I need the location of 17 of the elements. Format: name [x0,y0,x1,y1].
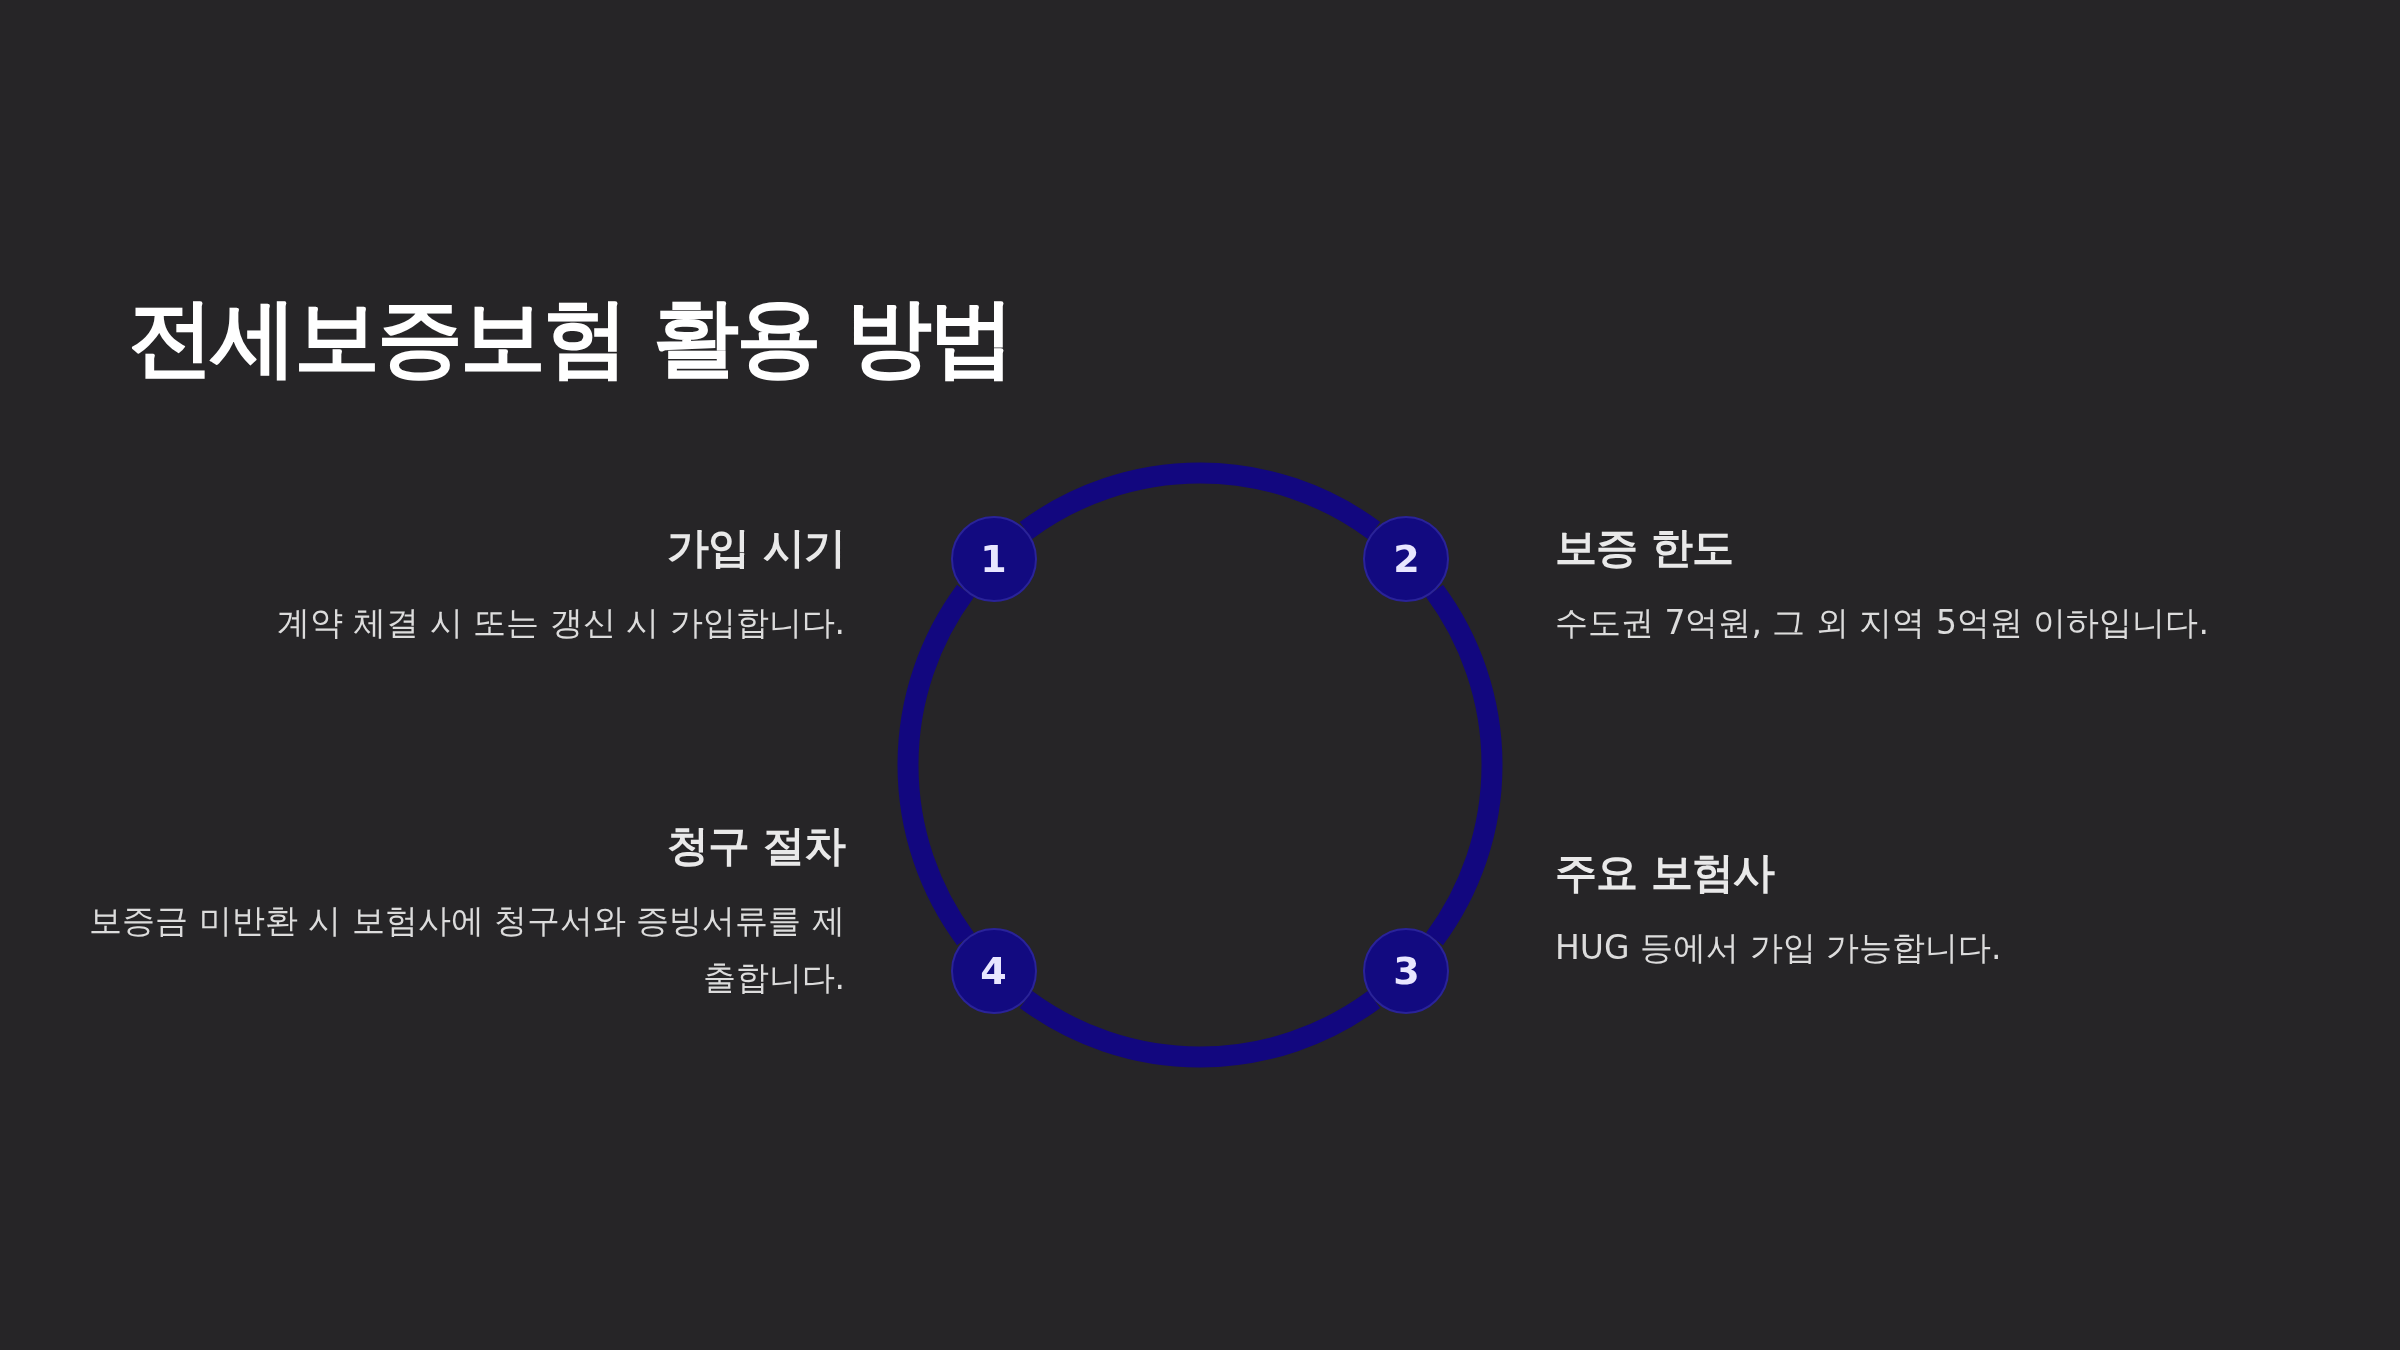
step-heading: 청구 절차 [667,820,845,872]
step-number-circle: 3 [1363,928,1450,1015]
step-heading: 보증 한도 [1555,522,1733,574]
ring-arc [897,585,975,945]
ring-arc [1020,462,1380,540]
step-number-circle: 4 [950,928,1037,1015]
step-description: 계약 체결 시 또는 갱신 시 가입합니다. [276,602,845,644]
step-description: 보증금 미반환 시 보험사에 청구서와 증빙서류를 제출합니다. [88,900,845,999]
ring-arc [1020,990,1380,1068]
step-heading: 가입 시기 [667,522,845,574]
step-number-circle: 2 [1363,515,1450,602]
title: 전세보증보험 활용 방법 [128,286,1012,389]
ring-arc [1425,585,1503,945]
step-heading: 주요 보험사 [1555,847,1774,899]
step-description: 수도권 7억원, 그 외 지역 5억원 이하입니다. [1555,602,2209,644]
step-number-circle: 1 [950,515,1037,602]
step-description: HUG 등에서 가입 가능합니다. [1555,927,2002,969]
